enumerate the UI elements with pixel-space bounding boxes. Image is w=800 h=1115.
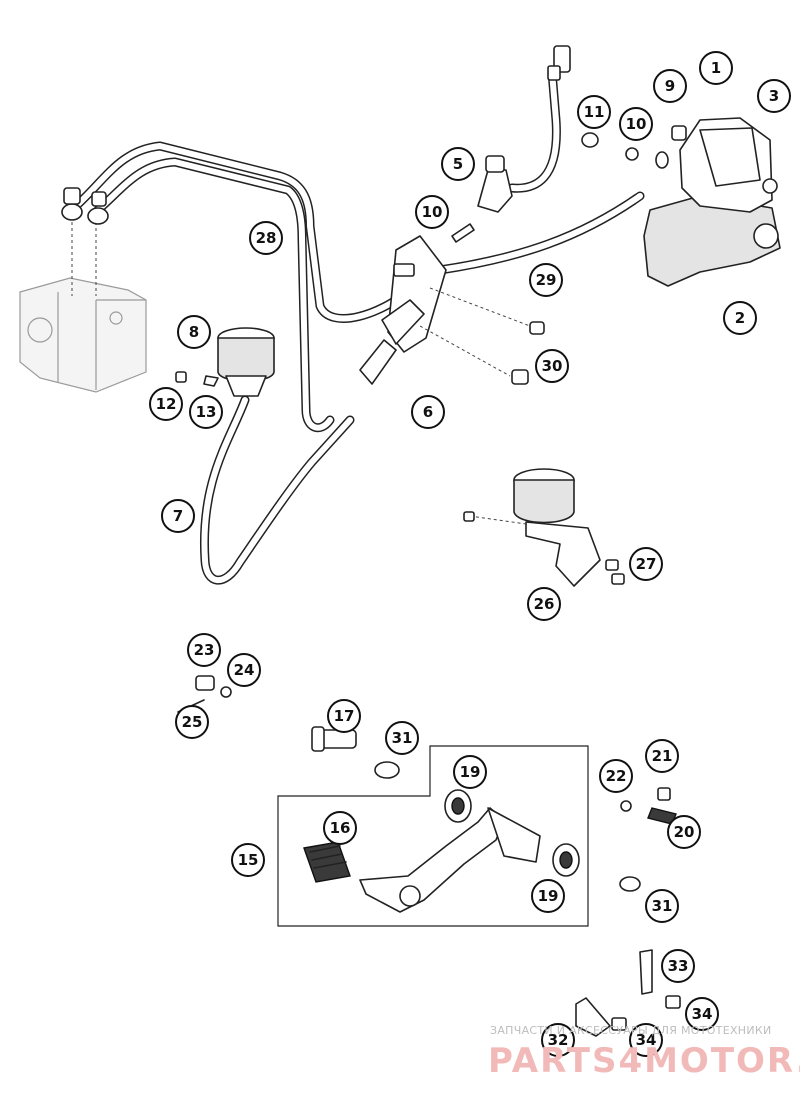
brake-fluid-reservoir [217,327,275,397]
washer-10 [625,147,639,161]
callout-12: 12 [149,387,183,421]
screw-12 [175,371,187,383]
callout-34-right: 34 [685,997,719,1031]
callout-30: 30 [535,349,569,383]
svg-text:24: 24 [234,661,255,679]
callout-27: 27 [629,547,663,581]
callout-16: 16 [323,811,357,845]
sensor-connector [547,45,571,81]
svg-text:23: 23 [194,641,215,659]
svg-text:33: 33 [668,957,689,975]
svg-text:19: 19 [538,887,559,905]
callout-33: 33 [661,949,695,983]
callout-7: 7 [161,499,195,533]
svg-text:15: 15 [238,851,259,869]
sensor-bracket [575,949,681,1037]
svg-text:3: 3 [769,87,779,105]
callout-17: 17 [327,699,361,733]
svg-text:7: 7 [173,507,183,525]
callout-22: 22 [599,759,633,793]
callout-31-bottom: 31 [645,889,679,923]
svg-text:9: 9 [665,77,675,95]
callout-3: 3 [757,79,791,113]
watermark-tagline: ЗАПЧАСТИ И АКСЕССУАРЫ ДЛЯ МОТОТЕХНИКИ [490,1024,772,1037]
svg-text:26: 26 [534,595,555,613]
callout-5: 5 [441,147,475,181]
rear-brake-caliper [643,117,781,287]
callout-31-top: 31 [385,721,419,755]
svg-text:19: 19 [460,763,481,781]
callout-9: 9 [653,69,687,103]
callout-20: 20 [667,815,701,849]
callout-32: 32 [541,1023,575,1057]
svg-text:13: 13 [196,403,217,421]
pin-10 [451,223,475,243]
svg-text:2: 2 [735,309,745,327]
bolt-30 [511,321,545,385]
callout-25: 25 [175,705,209,739]
pedal-pin-set [177,675,232,713]
svg-text:31: 31 [652,897,673,915]
callout-15: 15 [231,843,265,877]
svg-text:25: 25 [182,713,203,731]
callout-24: 24 [227,653,261,687]
svg-text:6: 6 [423,403,433,421]
bleeder-cap [581,132,599,148]
svg-text:20: 20 [674,823,695,841]
svg-text:27: 27 [636,555,657,573]
spring-and-pin [619,787,677,892]
callout-19-top: 19 [453,755,487,789]
callout-11: 11 [577,95,611,129]
callout-10-top: 10 [619,107,653,141]
pedal-assembly-frame [277,745,589,927]
svg-text:30: 30 [542,357,563,375]
watermark-brand: PARTS4MOTOR.RU [488,1041,800,1081]
rear-master-cylinder [359,235,531,385]
callout-6: 6 [411,395,445,429]
svg-text:10: 10 [422,203,443,221]
callout-19-bottom: 19 [531,879,565,913]
svg-text:16: 16 [330,819,351,837]
svg-text:12: 12 [156,395,177,413]
svg-text:28: 28 [256,229,277,247]
callout-10-pin: 10 [415,195,449,229]
brake-light-switch [477,155,513,213]
callout-2: 2 [723,301,757,335]
brake-pedal [359,789,580,913]
svg-text:11: 11 [584,103,605,121]
svg-text:21: 21 [652,747,673,765]
svg-text:34: 34 [636,1031,657,1049]
brake-lines [71,67,645,585]
svg-text:22: 22 [606,767,627,785]
callout-28: 28 [249,221,283,255]
callout-8: 8 [177,315,211,349]
callout-21: 21 [645,739,679,773]
svg-text:32: 32 [548,1031,569,1049]
svg-text:17: 17 [334,707,355,725]
banjo-fittings [61,187,109,225]
svg-text:34: 34 [692,1005,713,1023]
svg-text:10: 10 [626,115,647,133]
callout-1: 1 [699,51,733,85]
callout-34-bottom: 34 [629,1023,663,1057]
clip-13 [203,375,219,387]
callout-29: 29 [529,263,563,297]
svg-text:8: 8 [189,323,199,341]
abs-unit [19,222,147,393]
svg-text:31: 31 [392,729,413,747]
callout-23: 23 [187,633,221,667]
callout-13: 13 [189,395,223,429]
pedal-rubber [303,841,351,883]
svg-text:29: 29 [536,271,557,289]
callout-26: 26 [527,587,561,621]
svg-text:5: 5 [453,155,463,173]
reservoir-bracket [463,468,625,587]
svg-text:1: 1 [711,59,721,77]
